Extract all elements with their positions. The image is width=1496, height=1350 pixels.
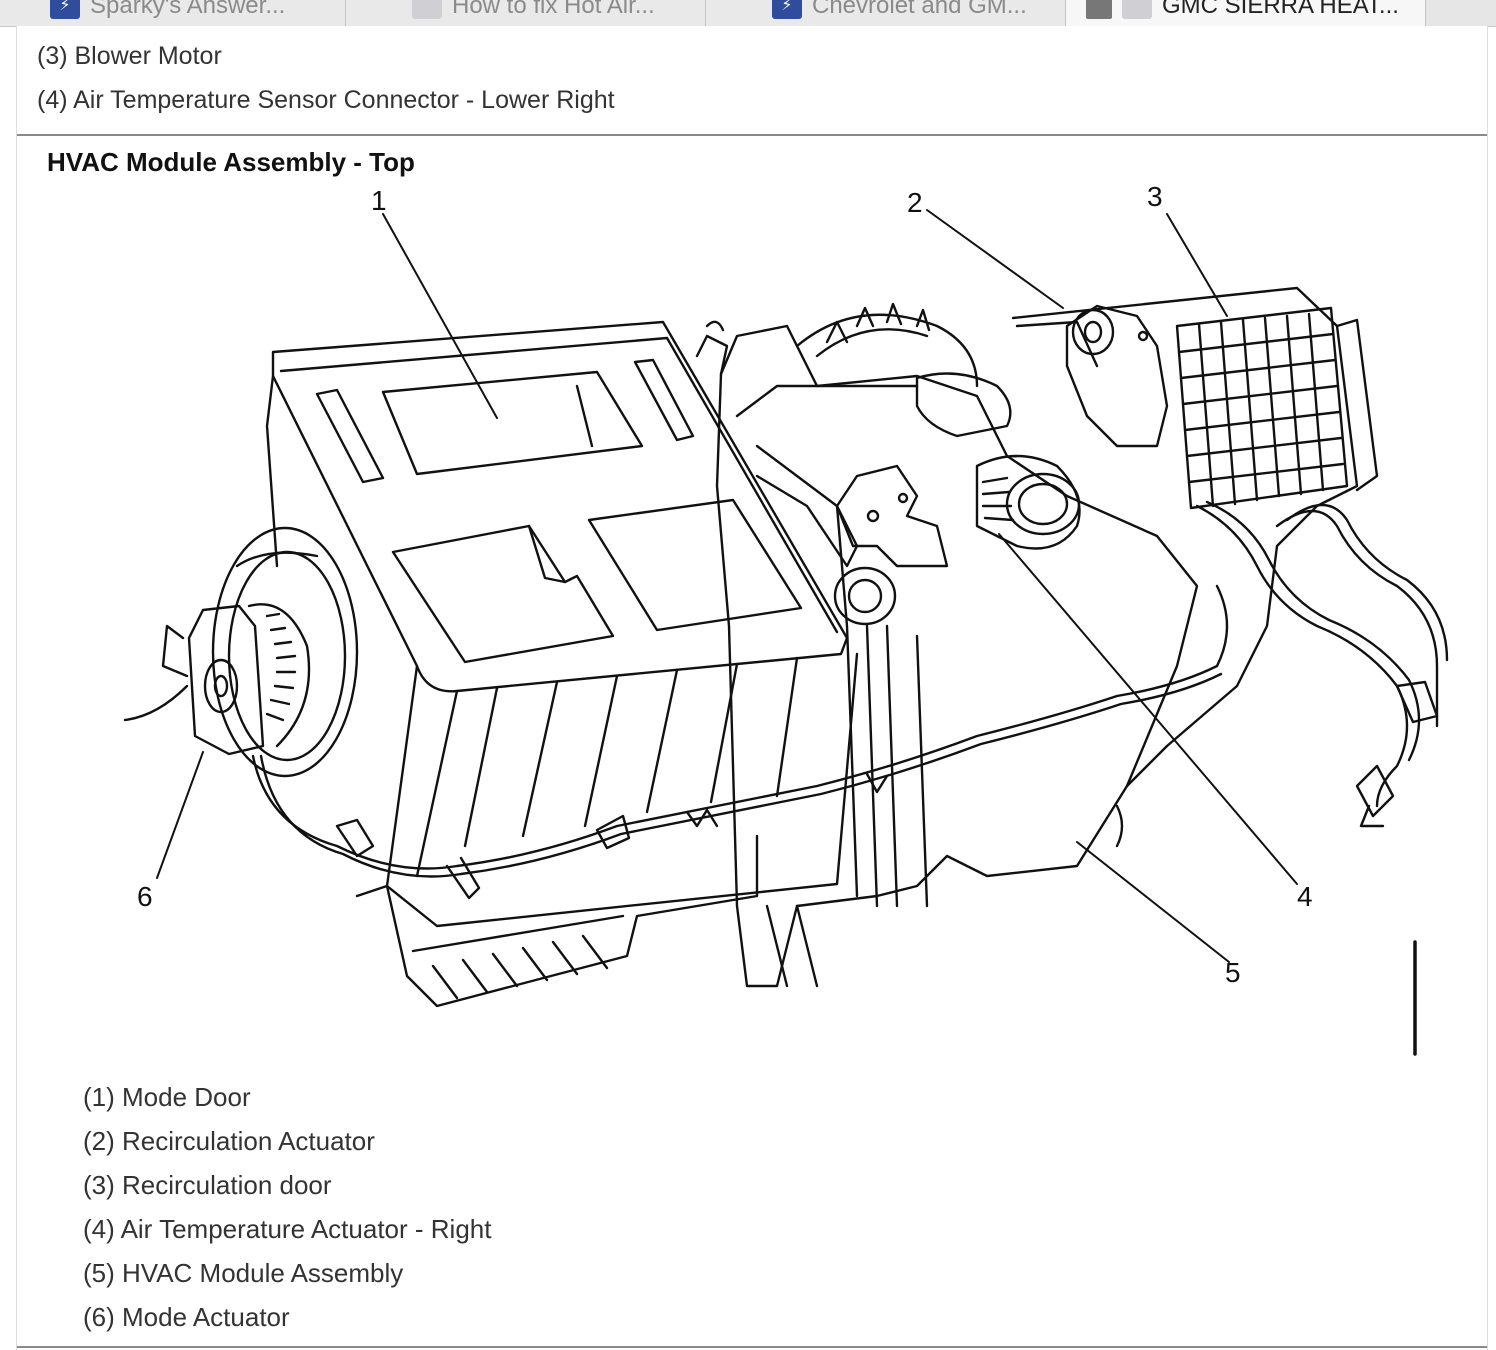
legend-item: (3) Blower Motor — [37, 42, 222, 70]
leader-line-3 — [1166, 213, 1228, 317]
lid-recess-left — [391, 524, 615, 664]
callout-2: 2 — [907, 187, 923, 218]
callout-5: 5 — [1225, 957, 1241, 988]
recirculation-door-grid — [1175, 306, 1349, 510]
leader-line-1 — [382, 213, 498, 419]
hvac-module-illustration: 1 2 3 4 5 6 — [123, 181, 1449, 1056]
page-favicon-icon — [1122, 0, 1152, 19]
air-temperature-actuator — [835, 464, 949, 568]
leader-line-6 — [156, 751, 204, 879]
site-favicon-icon: ⚡ — [50, 0, 80, 19]
legend-item: (1) Mode Door — [83, 1082, 251, 1112]
tab-title: Sparky's Answer... — [90, 0, 286, 19]
previous-figure-legend: (3) Blower Motor (4) Air Temperature Sen… — [37, 40, 615, 128]
legend-item: (4) Air Temperature Sensor Connector - L… — [37, 86, 615, 114]
callout-4: 4 — [1297, 881, 1313, 912]
legend-item: (3) Recirculation door — [83, 1170, 332, 1200]
figure-legend: (1) Mode Door (2) Recirculation Actuator… — [83, 1078, 491, 1342]
tab-audio-icon — [1086, 0, 1112, 19]
recirculation-actuator — [1065, 304, 1169, 448]
mode-actuator-housing — [211, 526, 359, 778]
tab-gmc-sierra-heat[interactable]: GMC SIERRA HEAT... — [1066, 0, 1426, 26]
legend-item: (5) HVAC Module Assembly — [83, 1258, 404, 1288]
site-favicon-icon: ⚡ — [772, 0, 802, 19]
leader-line-4 — [998, 533, 1298, 885]
browser-tab-bar: ⚡ Sparky's Answer... How to fix Hot Air.… — [0, 0, 1496, 27]
lid-recess-right — [587, 498, 803, 632]
callout-6: 6 — [137, 881, 153, 912]
leader-line-2 — [926, 209, 1064, 309]
callout-3: 3 — [1147, 181, 1163, 212]
blower-housing — [715, 324, 1199, 988]
mode-door-opening — [381, 370, 644, 476]
section-divider-bottom — [17, 1346, 1487, 1348]
document-page: (3) Blower Motor (4) Air Temperature Sen… — [16, 26, 1488, 1350]
page-favicon-icon — [412, 0, 442, 19]
legend-item: (4) Air Temperature Actuator - Right — [83, 1214, 492, 1244]
tab-title: How to fix Hot Air... — [452, 0, 655, 19]
tab-sparkys-answer[interactable]: ⚡ Sparky's Answer... — [0, 0, 346, 26]
tab-chevrolet-gm[interactable]: ⚡ Chevrolet and GM... — [706, 0, 1066, 26]
callout-1: 1 — [371, 185, 387, 216]
module-front-face — [385, 652, 859, 928]
mode-actuator — [187, 604, 265, 756]
legend-item: (6) Mode Actuator — [83, 1302, 290, 1332]
legend-item: (2) Recirculation Actuator — [83, 1126, 375, 1156]
leader-line-5 — [1076, 841, 1230, 963]
figure-title: HVAC Module Assembly - Top — [47, 147, 415, 177]
recirculation-housing — [1011, 286, 1359, 788]
tab-title: Chevrolet and GM... — [812, 0, 1027, 19]
tab-title: GMC SIERRA HEAT... — [1162, 0, 1399, 19]
section-divider — [17, 134, 1487, 136]
module-top-lid — [271, 320, 849, 693]
tab-hot-air-fix[interactable]: How to fix Hot Air... — [346, 0, 706, 26]
